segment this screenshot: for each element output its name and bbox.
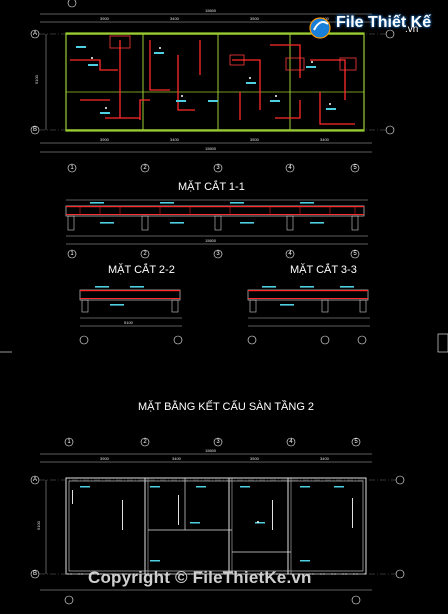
axis-1-s11: 1 xyxy=(70,251,74,257)
floor-bay-dim-1: 3900 xyxy=(100,456,110,461)
axis-5-floor: 5 xyxy=(354,439,358,445)
top-bay-dim-3: 3500 xyxy=(250,16,260,21)
axis-3-plan: 3 xyxy=(216,165,220,171)
bot-bay-dim-2: 3400 xyxy=(170,137,180,142)
filethietke-logo xyxy=(309,17,331,39)
logo-brand-text: File Thiết Kế xyxy=(336,14,432,31)
floor-depth-dim: 5100 xyxy=(36,520,41,530)
section-2-2: MẶT CẮT 2-2 5100 xyxy=(79,263,183,345)
top-bay-dim-1: 3900 xyxy=(100,16,110,21)
axis-5-plan: 5 xyxy=(353,165,357,171)
top-depth-dim: 5100 xyxy=(34,74,39,84)
axis-3-s11: 3 xyxy=(216,251,220,257)
axis-5-s11: 5 xyxy=(353,251,357,257)
floor-plan-title: MẶT BẰNG KẾT CẤU SÀN TẦNG 2 xyxy=(138,400,314,413)
section-1-1: MẶT CẮT 1-1 15600 1 xyxy=(65,180,368,259)
axis-4-s11: 4 xyxy=(288,251,292,257)
axis-2-s11: 2 xyxy=(143,251,147,257)
axis-a-top: A xyxy=(33,31,37,37)
bot-bay-dim-3: 3500 xyxy=(250,137,260,142)
floor-bay-dim-3: 3500 xyxy=(250,456,260,461)
axis-b-floor: B xyxy=(33,571,37,577)
top-framing-plan: 15600 3900 3400 3500 3400 5100 A B xyxy=(30,0,395,173)
axis-4-floor: 4 xyxy=(289,439,293,445)
floor-bay-dim-2: 3400 xyxy=(172,456,182,461)
axis-4-plan: 4 xyxy=(288,165,292,171)
axis-a-floor: A xyxy=(33,477,37,483)
logo-domain-text: .vn xyxy=(405,24,419,35)
floor-bay-dim-4: 3400 xyxy=(320,456,330,461)
section-3-3: MẶT CẮT 3-3 xyxy=(247,263,370,345)
axis-1-plan: 1 xyxy=(70,165,74,171)
axis-2-plan: 2 xyxy=(143,165,147,171)
axis-1-floor: 1 xyxy=(67,439,71,445)
section-3-3-title: MẶT CẮT 3-3 xyxy=(290,263,357,276)
top-bay-dim-2: 3400 xyxy=(170,16,180,21)
copyright-watermark: Copyright © FileThietKe.vn xyxy=(88,568,312,587)
top-total-dim: 15600 xyxy=(205,8,217,13)
bot-bay-dim-4: 3400 xyxy=(320,137,330,142)
axis-3-floor: 3 xyxy=(216,439,220,445)
section-1-1-title: MẶT CẮT 1-1 xyxy=(178,180,245,193)
section-2-2-title: MẶT CẮT 2-2 xyxy=(108,263,175,276)
floor-total-dim: 15600 xyxy=(205,448,217,453)
top-bay-dim-4: 3400 xyxy=(320,16,330,21)
axis-2-floor: 2 xyxy=(143,439,147,445)
axis-b-top: B xyxy=(33,127,37,133)
sec22-depth-dim: 5100 xyxy=(124,320,134,325)
sec11-total-dim: 15600 xyxy=(205,238,217,243)
bot-total-dim: 15600 xyxy=(205,146,217,151)
second-floor-slab-plan: MẶT BẰNG KẾT CẤU SÀN TẦNG 2 1 2 3 4 5 15… xyxy=(30,400,405,605)
bot-bay-dim-1: 3900 xyxy=(100,137,110,142)
